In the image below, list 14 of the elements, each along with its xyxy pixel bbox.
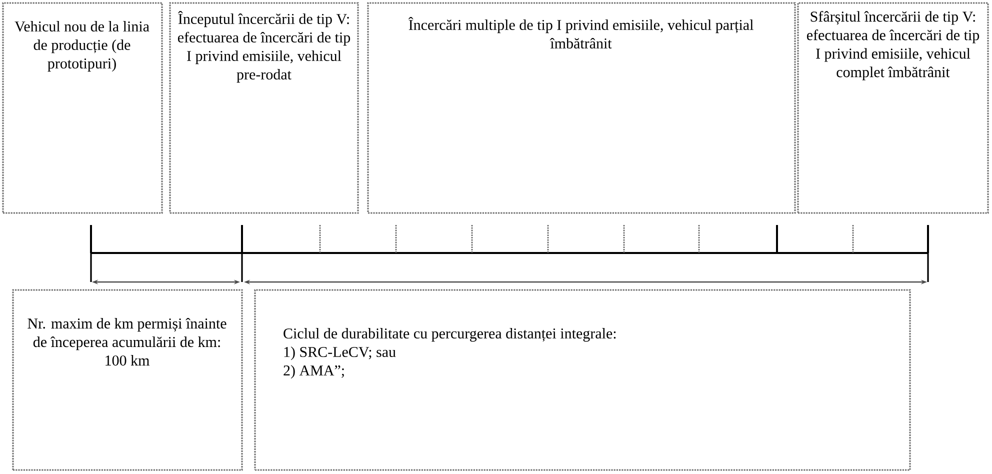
text-box — [367, 2, 796, 214]
box-text: Vehicul nou de la linia de producție (de prototipuri) — [14, 21, 150, 72]
body-text: Ciclul de durabilitate cu percurgerea distanței integrale: — [284, 328, 616, 342]
list-item: 2) AMA”; — [284, 365, 344, 379]
list-item: 1) SRC-LeCV; sau — [284, 346, 396, 360]
text-box — [254, 289, 911, 471]
text-box — [797, 2, 989, 214]
box-text: Sfârșitul încercării de tip V: efectuarea de încercări de tip I privind emisiile, vehicul complet îmbătrânit — [806, 11, 980, 80]
text-box — [12, 289, 243, 471]
text-box — [169, 2, 359, 214]
box-text: Începutul încercării de tip V: efectuarea de încercări de tip I privind emisiile, vehicul pre-rodat — [178, 11, 350, 83]
box-text: Încercări multiple de tip I privind emisiile, vehicul parțial îmbătrânit — [408, 17, 754, 49]
box-text: Nr. maxim de km permiși înainte de începerea acumulării de km: 100 km — [28, 318, 226, 366]
text-box — [2, 2, 163, 214]
